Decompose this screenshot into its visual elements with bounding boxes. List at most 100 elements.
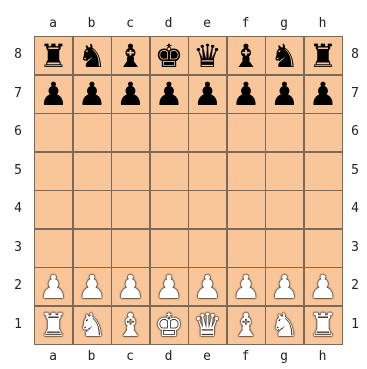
black-king-icon[interactable]: ♚ <box>155 40 184 72</box>
square-c1[interactable]: ♝ <box>112 307 149 344</box>
white-rook-icon[interactable]: ♜ <box>39 309 68 341</box>
square-c6[interactable] <box>112 114 149 151</box>
square-h5[interactable] <box>305 153 342 190</box>
square-b5[interactable] <box>74 153 111 190</box>
square-e8[interactable]: ♛ <box>189 37 226 74</box>
white-pawn-icon[interactable]: ♟ <box>78 271 107 303</box>
square-b8[interactable]: ♞ <box>74 37 111 74</box>
square-c2[interactable]: ♟ <box>112 268 149 305</box>
square-h4[interactable] <box>305 191 342 228</box>
white-pawn-icon[interactable]: ♟ <box>193 271 222 303</box>
square-f6[interactable] <box>228 114 265 151</box>
square-h1[interactable]: ♜ <box>305 307 342 344</box>
square-d7[interactable]: ♟ <box>151 76 188 113</box>
black-rook-icon[interactable]: ♜ <box>39 40 68 72</box>
white-bishop-icon[interactable]: ♝ <box>232 309 261 341</box>
square-c8[interactable]: ♝ <box>112 37 149 74</box>
square-a3[interactable] <box>35 230 72 267</box>
rank-label-right-1: 1 <box>345 306 365 344</box>
square-e1[interactable]: ♛ <box>189 307 226 344</box>
square-f1[interactable]: ♝ <box>228 307 265 344</box>
rank-label-right-7: 7 <box>345 75 365 113</box>
square-g5[interactable] <box>266 153 303 190</box>
square-h7[interactable]: ♟ <box>305 76 342 113</box>
square-a8[interactable]: ♜ <box>35 37 72 74</box>
square-e3[interactable] <box>189 230 226 267</box>
black-queen-icon[interactable]: ♛ <box>193 40 222 72</box>
black-pawn-icon[interactable]: ♟ <box>232 78 261 110</box>
square-f3[interactable] <box>228 230 265 267</box>
square-d3[interactable] <box>151 230 188 267</box>
square-d8[interactable]: ♚ <box>151 37 188 74</box>
square-c7[interactable]: ♟ <box>112 76 149 113</box>
square-g8[interactable]: ♞ <box>266 37 303 74</box>
black-pawn-icon[interactable]: ♟ <box>155 78 184 110</box>
square-b2[interactable]: ♟ <box>74 268 111 305</box>
square-g3[interactable] <box>266 230 303 267</box>
square-a6[interactable] <box>35 114 72 151</box>
square-d1[interactable]: ♚ <box>151 307 188 344</box>
square-c3[interactable] <box>112 230 149 267</box>
white-knight-icon[interactable]: ♞ <box>270 309 299 341</box>
square-b4[interactable] <box>74 191 111 228</box>
black-pawn-icon[interactable]: ♟ <box>193 78 222 110</box>
square-h6[interactable] <box>305 114 342 151</box>
black-pawn-icon[interactable]: ♟ <box>116 78 145 110</box>
square-c4[interactable] <box>112 191 149 228</box>
square-e6[interactable] <box>189 114 226 151</box>
square-g1[interactable]: ♞ <box>266 307 303 344</box>
white-pawn-icon[interactable]: ♟ <box>232 271 261 303</box>
square-h3[interactable] <box>305 230 342 267</box>
black-pawn-icon[interactable]: ♟ <box>309 78 338 110</box>
square-a7[interactable]: ♟ <box>35 76 72 113</box>
square-a5[interactable] <box>35 153 72 190</box>
square-d5[interactable] <box>151 153 188 190</box>
square-e4[interactable] <box>189 191 226 228</box>
square-e5[interactable] <box>189 153 226 190</box>
white-pawn-icon[interactable]: ♟ <box>116 271 145 303</box>
square-c5[interactable] <box>112 153 149 190</box>
white-pawn-icon[interactable]: ♟ <box>155 271 184 303</box>
square-f4[interactable] <box>228 191 265 228</box>
square-a1[interactable]: ♜ <box>35 307 72 344</box>
square-b3[interactable] <box>74 230 111 267</box>
black-knight-icon[interactable]: ♞ <box>78 40 107 72</box>
black-bishop-icon[interactable]: ♝ <box>116 40 145 72</box>
black-pawn-icon[interactable]: ♟ <box>270 78 299 110</box>
white-queen-icon[interactable]: ♛ <box>193 309 222 341</box>
square-g4[interactable] <box>266 191 303 228</box>
white-rook-icon[interactable]: ♜ <box>309 309 338 341</box>
file-label-top-a: a <box>34 14 72 34</box>
square-d6[interactable] <box>151 114 188 151</box>
square-f5[interactable] <box>228 153 265 190</box>
file-label-top-g: g <box>265 14 303 34</box>
square-b1[interactable]: ♞ <box>74 307 111 344</box>
square-f2[interactable]: ♟ <box>228 268 265 305</box>
square-e7[interactable]: ♟ <box>189 76 226 113</box>
square-h8[interactable]: ♜ <box>305 37 342 74</box>
black-pawn-icon[interactable]: ♟ <box>39 78 68 110</box>
square-h2[interactable]: ♟ <box>305 268 342 305</box>
square-b7[interactable]: ♟ <box>74 76 111 113</box>
black-knight-icon[interactable]: ♞ <box>270 40 299 72</box>
square-f7[interactable]: ♟ <box>228 76 265 113</box>
white-knight-icon[interactable]: ♞ <box>78 309 107 341</box>
white-bishop-icon[interactable]: ♝ <box>116 309 145 341</box>
white-pawn-icon[interactable]: ♟ <box>309 271 338 303</box>
square-e2[interactable]: ♟ <box>189 268 226 305</box>
square-a2[interactable]: ♟ <box>35 268 72 305</box>
black-rook-icon[interactable]: ♜ <box>309 40 338 72</box>
square-g7[interactable]: ♟ <box>266 76 303 113</box>
black-pawn-icon[interactable]: ♟ <box>78 78 107 110</box>
square-g6[interactable] <box>266 114 303 151</box>
square-b6[interactable] <box>74 114 111 151</box>
white-pawn-icon[interactable]: ♟ <box>39 271 68 303</box>
square-a4[interactable] <box>35 191 72 228</box>
square-f8[interactable]: ♝ <box>228 37 265 74</box>
black-bishop-icon[interactable]: ♝ <box>232 40 261 72</box>
square-d2[interactable]: ♟ <box>151 268 188 305</box>
square-d4[interactable] <box>151 191 188 228</box>
white-king-icon[interactable]: ♚ <box>155 309 184 341</box>
square-g2[interactable]: ♟ <box>266 268 303 305</box>
white-pawn-icon[interactable]: ♟ <box>270 271 299 303</box>
